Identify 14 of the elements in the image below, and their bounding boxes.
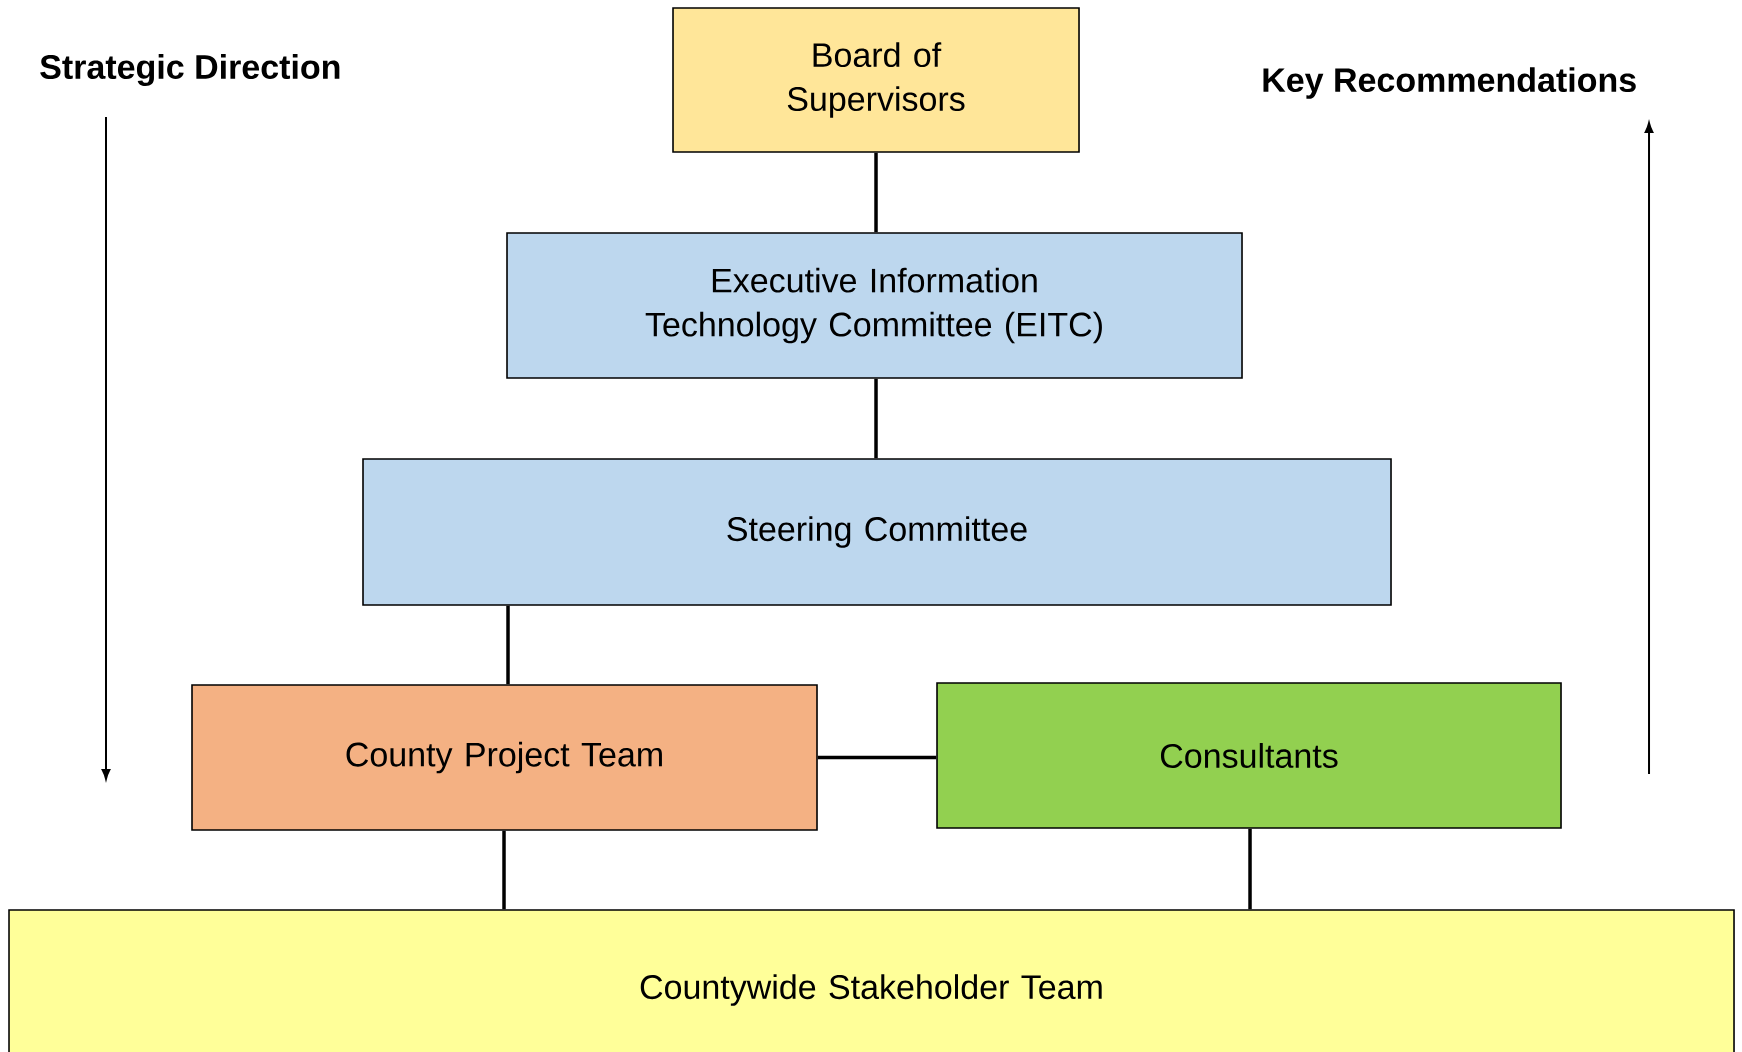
- connector-line: [502, 830, 506, 910]
- team-box: County Project Team: [191, 684, 818, 831]
- team-box: Countywide Stakeholder Team: [8, 909, 1735, 1052]
- board-box: Board of Supervisors: [672, 7, 1080, 153]
- heading-label: Strategic Direction: [40, 54, 340, 86]
- committee-box: Steering Committee: [362, 458, 1392, 606]
- heading-label: Key Recommendations: [1263, 67, 1636, 99]
- connector-line: [1248, 828, 1252, 910]
- consultants-box: Consultants: [936, 682, 1562, 829]
- connector-line: [817, 755, 937, 760]
- connector-line: [874, 378, 878, 459]
- connector-line: [874, 152, 878, 233]
- connector-line: [506, 605, 510, 685]
- committee-box: Executive Information Technology Committee (EITC): [506, 232, 1243, 379]
